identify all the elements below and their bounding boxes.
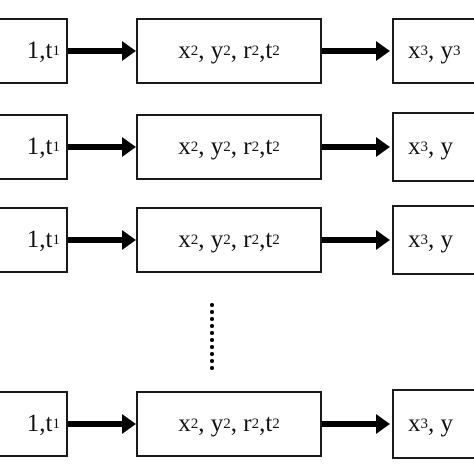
row-2-left-text: 1,t <box>26 133 53 160</box>
row-2-r: , r <box>230 133 252 160</box>
row-1-r-sub: 2 <box>251 42 260 59</box>
ellipsis-dot <box>210 317 214 321</box>
row-4-y: , y <box>198 410 224 437</box>
row-1-right-y: , y <box>428 37 453 64</box>
row-1-arrow-1 <box>68 41 136 61</box>
row-3-r-sub: 2 <box>251 231 260 248</box>
row-1-left-text: 1,t <box>26 37 53 64</box>
row-3-left-text: 1,t <box>26 226 53 253</box>
row-2-right-x-sub: 3 <box>420 138 429 155</box>
row-2-r-sub: 2 <box>251 138 260 155</box>
ellipsis-dot <box>210 345 214 349</box>
vertical-ellipsis <box>209 303 215 373</box>
ellipsis-dot <box>210 366 214 370</box>
row-2-right-x: x <box>408 133 421 160</box>
row-1-x-sub: 2 <box>190 42 199 59</box>
row-3-x: x <box>178 226 191 253</box>
ellipsis-dot <box>210 310 214 314</box>
ellipsis-dot <box>210 352 214 356</box>
row-4-t-sub: 2 <box>272 415 280 432</box>
row-1-y: , y <box>198 37 224 64</box>
row-3-x-sub: 2 <box>190 231 199 248</box>
row-4-x-sub: 2 <box>190 415 199 432</box>
row-1-x: x <box>178 37 191 64</box>
row-3-right-x-sub: 3 <box>420 231 429 248</box>
row-4-y-sub: 2 <box>223 415 231 432</box>
row-4-right-y: , y <box>428 410 453 437</box>
row-1-t-sub: 2 <box>272 42 280 59</box>
row-2-y-sub: 2 <box>223 138 231 155</box>
row-4-arrow-1 <box>68 414 136 434</box>
row-2-t-sub: 2 <box>272 138 280 155</box>
ellipsis-dot <box>210 338 214 342</box>
row-2-arrow-1 <box>68 137 136 157</box>
row-2-arrow-2 <box>322 137 390 157</box>
row-1-r: , r <box>230 37 252 64</box>
row-2-x-sub: 2 <box>190 138 199 155</box>
row-3-arrow-2 <box>322 230 390 250</box>
row-1-arrow-2 <box>322 41 390 61</box>
row-2-left-sub: 1 <box>52 138 61 155</box>
row-3-r: , r <box>230 226 252 253</box>
row-4-r-sub: 2 <box>251 415 260 432</box>
row-1-right-x: x <box>408 37 421 64</box>
row-1-right-x-sub: 3 <box>420 42 429 59</box>
row-1-t: ,t <box>259 37 273 64</box>
row-4-x: x <box>178 410 191 437</box>
row-4-left-sub: 1 <box>52 415 61 432</box>
row-3-t: ,t <box>259 226 273 253</box>
row-3-y: , y <box>198 226 224 253</box>
ellipsis-dot <box>210 331 214 335</box>
ellipsis-dot <box>210 359 214 363</box>
row-4-r: , r <box>230 410 252 437</box>
row-1-right-y-sub: 3 <box>453 42 461 59</box>
row-1-left-sub: 1 <box>52 42 61 59</box>
row-3-arrow-1 <box>68 230 136 250</box>
row-4-right-x-sub: 3 <box>420 415 429 432</box>
row-4-right-x: x <box>408 410 421 437</box>
row-4-left-text: 1,t <box>26 410 53 437</box>
row-1-y-sub: 2 <box>223 42 231 59</box>
row-3-y-sub: 2 <box>223 231 231 248</box>
ellipsis-dot <box>210 303 214 307</box>
row-4-t: ,t <box>259 410 273 437</box>
ellipsis-dot <box>210 324 214 328</box>
row-3-right-y: , y <box>428 226 453 253</box>
row-2-y: , y <box>198 133 224 160</box>
row-2-right-y: , y <box>428 133 453 160</box>
row-3-left-sub: 1 <box>52 231 61 248</box>
row-3-right-x: x <box>408 226 421 253</box>
row-2-x: x <box>178 133 191 160</box>
row-3-t-sub: 2 <box>272 231 280 248</box>
row-2-t: ,t <box>259 133 273 160</box>
row-4-arrow-2 <box>322 414 390 434</box>
